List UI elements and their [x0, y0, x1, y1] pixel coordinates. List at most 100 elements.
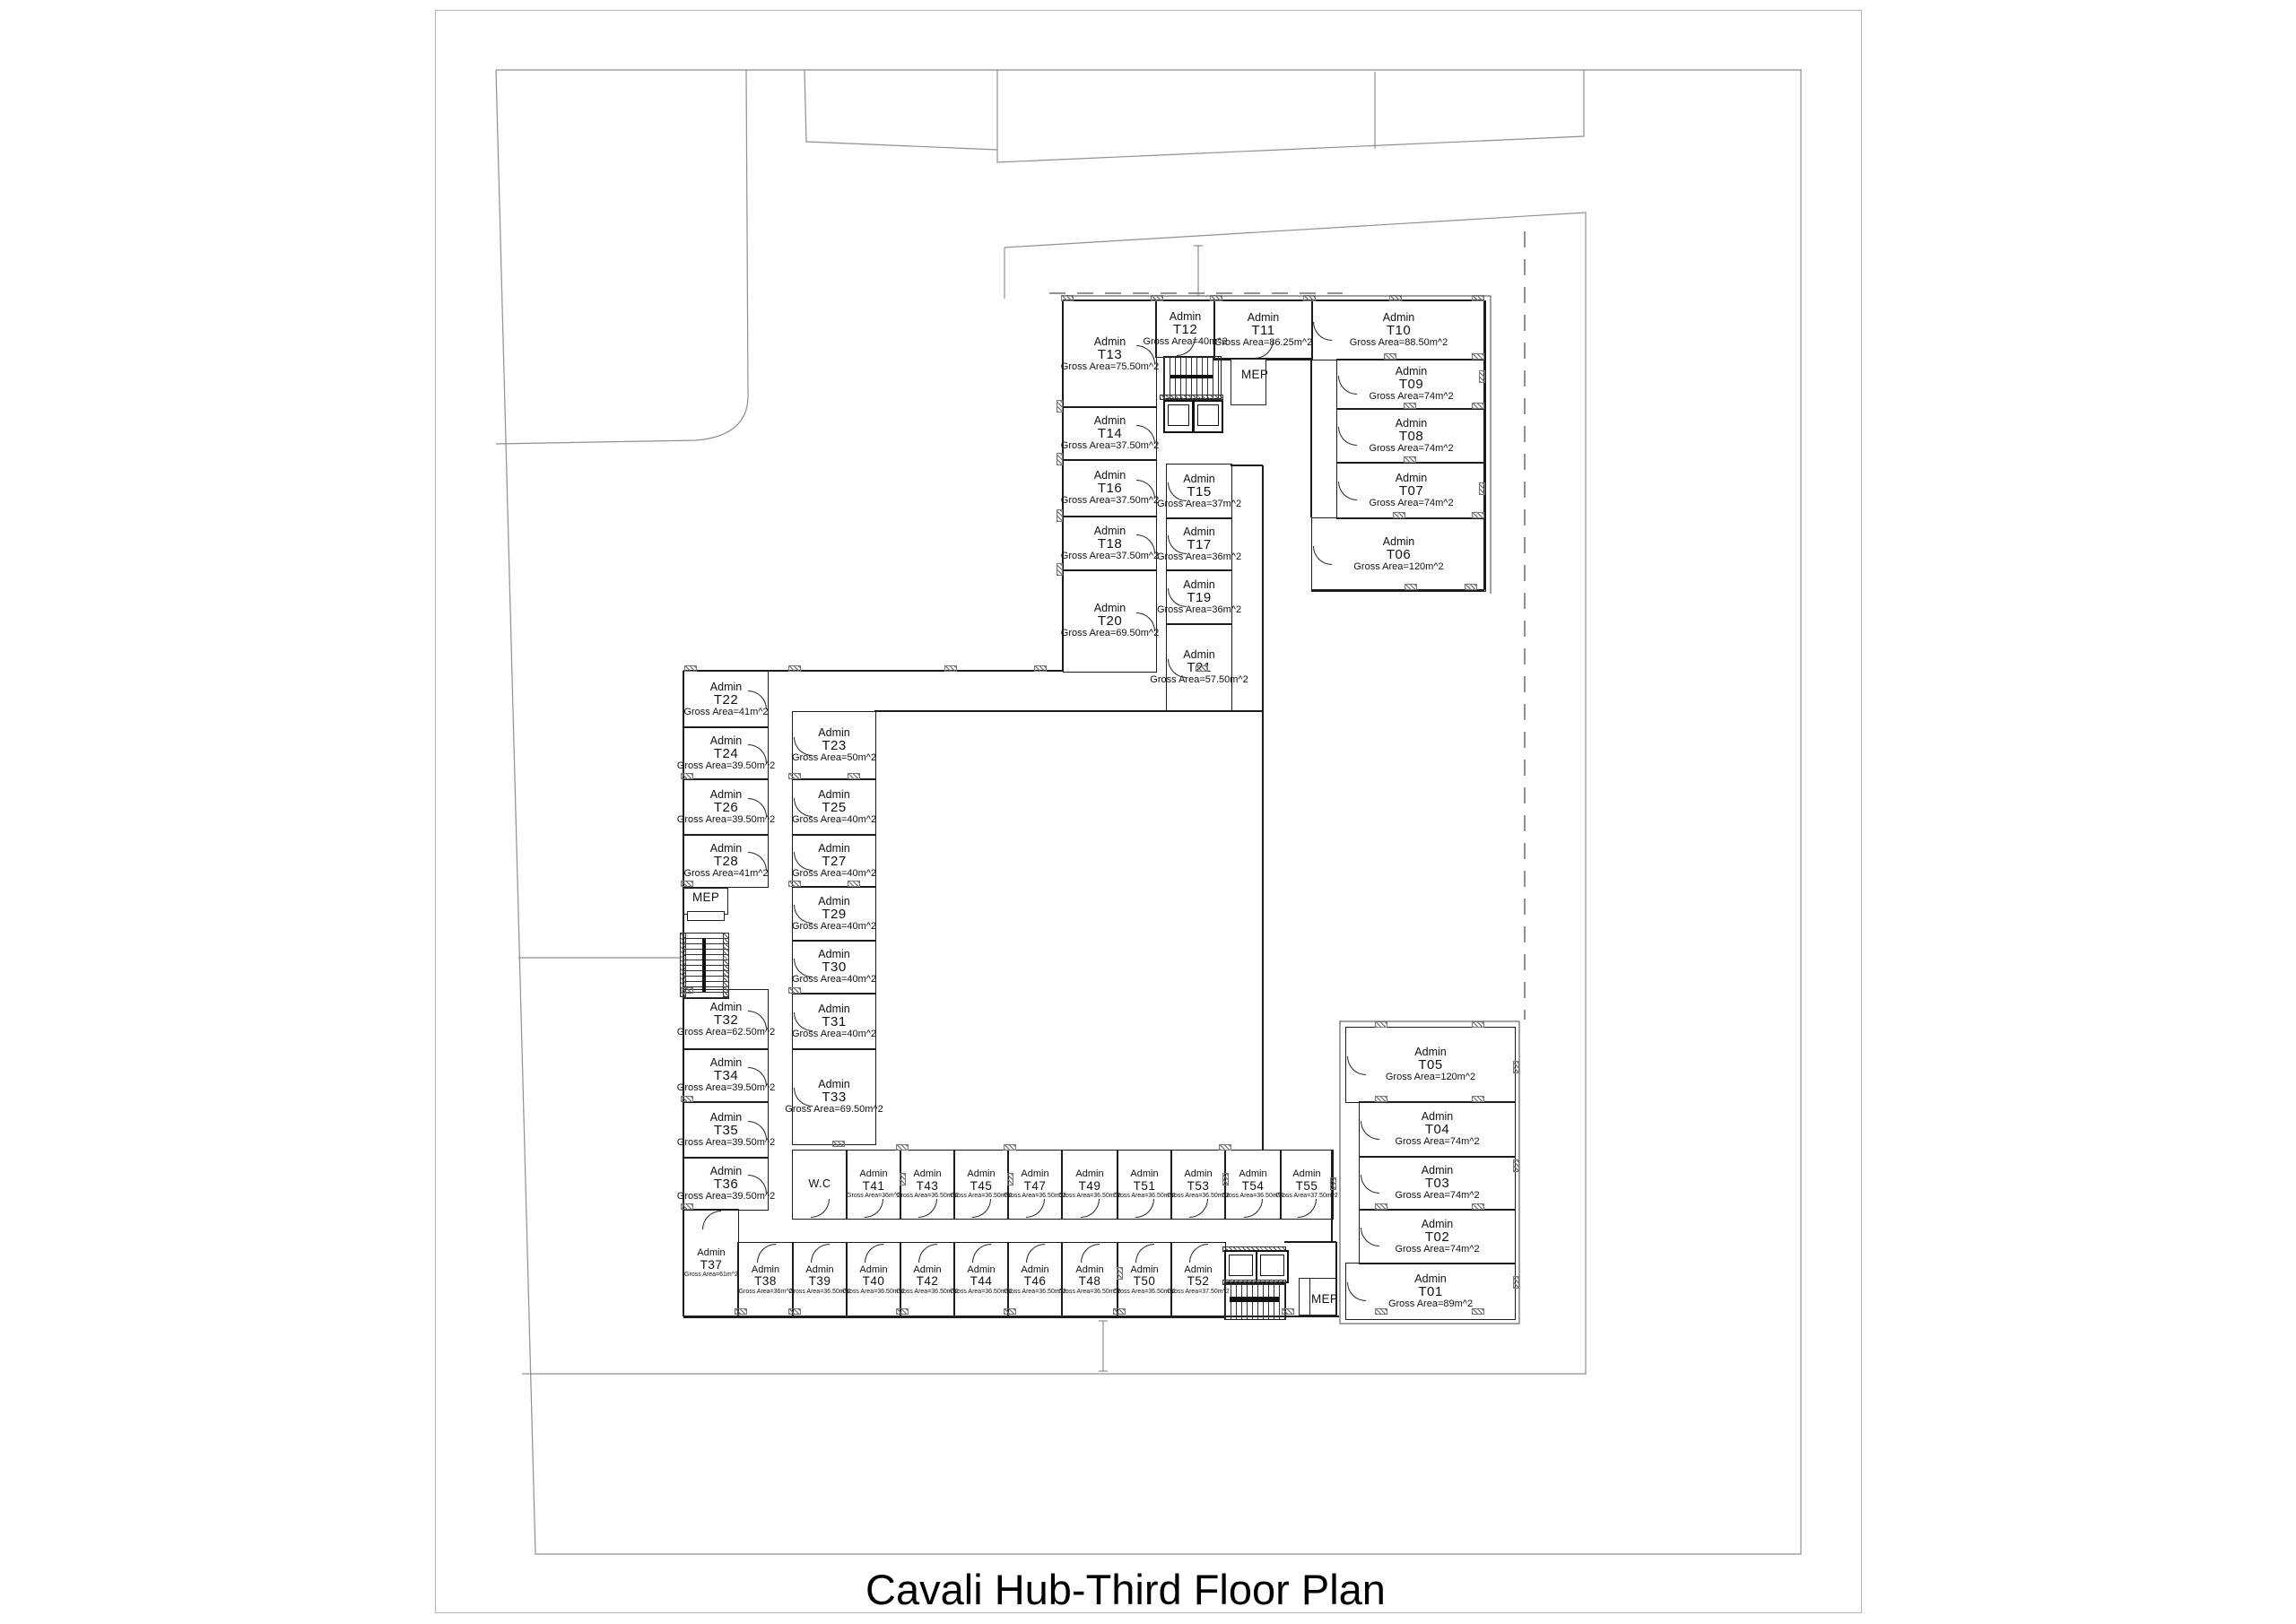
room-area: Gross Area=89m^2 [1387, 1298, 1474, 1309]
column-hatch-icon [1057, 453, 1063, 465]
room-area: Gross Area=36.50m^2 [896, 1193, 959, 1200]
room-type-label: Admin [1395, 416, 1428, 430]
room-id: T55 [1295, 1178, 1318, 1193]
room-type-label: Admin [1093, 469, 1126, 482]
room-area: Gross Area=74m^2 [1395, 1190, 1480, 1202]
room-id: T29 [822, 906, 847, 922]
room-area: Gross Area=120m^2 [1353, 561, 1444, 573]
mep-room-top [1231, 359, 1266, 405]
room-type-label: Admin [1183, 525, 1215, 538]
room-type-label: Admin [1183, 578, 1215, 591]
room-type-label: Admin [1130, 1264, 1159, 1275]
column-hatch-icon [1472, 1096, 1484, 1102]
column-hatch-icon [1151, 295, 1163, 301]
room-type-label: Admin [913, 1264, 942, 1275]
column-hatch-icon [1389, 295, 1402, 301]
room-id: T35 [713, 1122, 739, 1138]
room-id: T39 [808, 1274, 831, 1289]
elevator-bottom-2-icon [1256, 1250, 1289, 1283]
room-type-label: Admin [1184, 1264, 1213, 1275]
column-hatch-icon [832, 1141, 845, 1147]
stair-bottom-rail [1230, 1297, 1279, 1302]
column-hatch-icon [1472, 295, 1484, 301]
column-hatch-icon [684, 665, 697, 672]
column-hatch-icon [1405, 584, 1417, 590]
room-id: T34 [713, 1068, 739, 1084]
column-hatch-icon [788, 665, 801, 672]
door-arc-icon [1136, 424, 1155, 444]
door-arc-icon [1313, 321, 1332, 341]
room-type-label: Admin [818, 1002, 850, 1015]
room-type-label: Admin [1093, 524, 1126, 537]
outer-wall-offset-lines [1063, 295, 1520, 1324]
room-area: Gross Area=39.50m^2 [676, 1082, 776, 1094]
room-area: Gross Area=40m^2 [791, 867, 877, 879]
column-hatch-icon [1007, 1173, 1013, 1185]
column-hatch-icon [1375, 1308, 1387, 1315]
door-arc-icon [1189, 1244, 1208, 1263]
room-area: Gross Area=39.50m^2 [676, 813, 776, 825]
room-type-label: Admin [1183, 648, 1215, 662]
room-type-label: Admin [709, 1056, 743, 1070]
door-arc-icon [1361, 1120, 1379, 1140]
stair-left-hatch-b [723, 933, 729, 997]
room-WC: W.C [792, 1150, 848, 1220]
column-hatch-icon [681, 773, 693, 779]
column-hatch-icon [1513, 1276, 1519, 1289]
door-arc-icon [1081, 1199, 1100, 1218]
column-hatch-icon [788, 773, 801, 779]
room-type-label: Admin [1395, 365, 1428, 378]
mep-label-3: MEP [1311, 1292, 1339, 1306]
door-arc-icon [748, 852, 767, 871]
room-type-label: Admin [1184, 1168, 1213, 1180]
room-area: Gross Area=40m^2 [791, 813, 877, 825]
room-area: Gross Area=40m^2 [791, 1028, 877, 1039]
room-id: T47 [1023, 1178, 1047, 1193]
column-hatch-icon [1393, 512, 1405, 518]
room-id: T53 [1187, 1178, 1210, 1193]
door-arc-icon [972, 1199, 991, 1218]
door-arc-icon [748, 744, 767, 763]
room-area: Gross Area=74m^2 [1369, 391, 1454, 403]
room-area: Gross Area=37.50m^2 [1275, 1193, 1338, 1200]
left-core-fixture [687, 911, 725, 921]
room-id: T40 [862, 1274, 885, 1289]
room-area: Gross Area=36m^2 [1156, 604, 1242, 615]
room-type-label: Admin [818, 1077, 850, 1090]
door-arc-icon [1338, 482, 1357, 500]
room-id: T49 [1078, 1178, 1101, 1193]
door-arc-icon [918, 1199, 937, 1218]
mep-label-1: MEP [1241, 368, 1269, 381]
room-type-label: Admin [1421, 1217, 1454, 1230]
room-type-label: Admin [1395, 471, 1428, 484]
room-area: Gross Area=86.25m^2 [1213, 337, 1313, 349]
room-id: T15 [1187, 483, 1212, 499]
room-id: T31 [822, 1013, 847, 1029]
room-id: T36 [713, 1176, 739, 1192]
room-area: Gross Area=39.50m^2 [676, 760, 776, 771]
room-type-label: Admin [1075, 1264, 1104, 1275]
column-hatch-icon [1472, 1021, 1484, 1028]
room-type-label: Admin [859, 1264, 888, 1275]
room-id: T48 [1078, 1274, 1101, 1289]
elevator-top-1-icon [1163, 400, 1194, 433]
room-area: Gross Area=36m^2 [738, 1288, 793, 1295]
door-arc-icon [1338, 375, 1357, 395]
room-area: Gross Area=39.50m^2 [676, 1136, 776, 1148]
elevator-bottom-1-icon [1224, 1250, 1257, 1283]
room-area: Gross Area=37.50m^2 [1060, 495, 1160, 507]
setback-dashed-lines [1049, 231, 1526, 1020]
